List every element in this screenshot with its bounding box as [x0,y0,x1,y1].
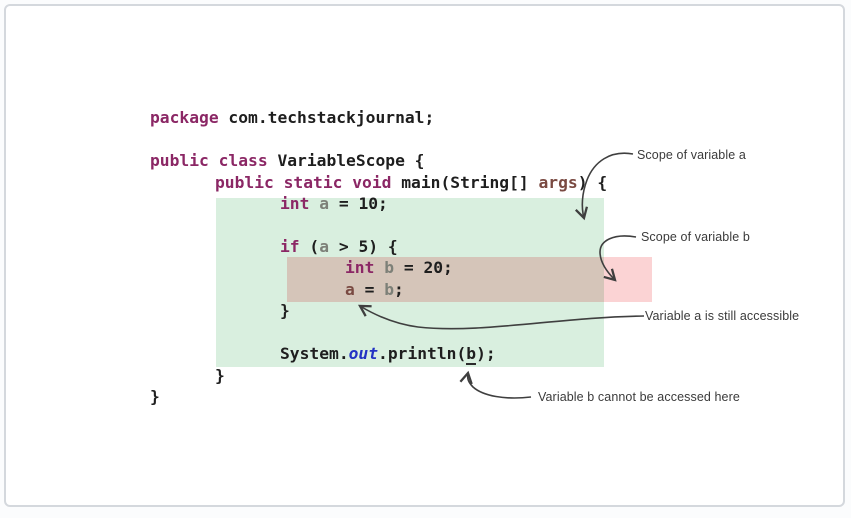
annotation-scope-a: Scope of variable a [637,148,746,162]
arrow-scope-a [574,152,634,221]
arrow-var-a-accessible [358,304,645,330]
arrow-var-b-inaccessible [459,370,532,399]
arrow-scope-b [599,235,637,282]
scope-b-highlight [287,257,652,302]
annotation-var-b-inaccessible: Variable b cannot be accessed here [538,390,740,404]
annotation-var-a-accessible: Variable a is still accessible [645,309,800,323]
annotation-scope-b: Scope of variable b [641,230,750,244]
